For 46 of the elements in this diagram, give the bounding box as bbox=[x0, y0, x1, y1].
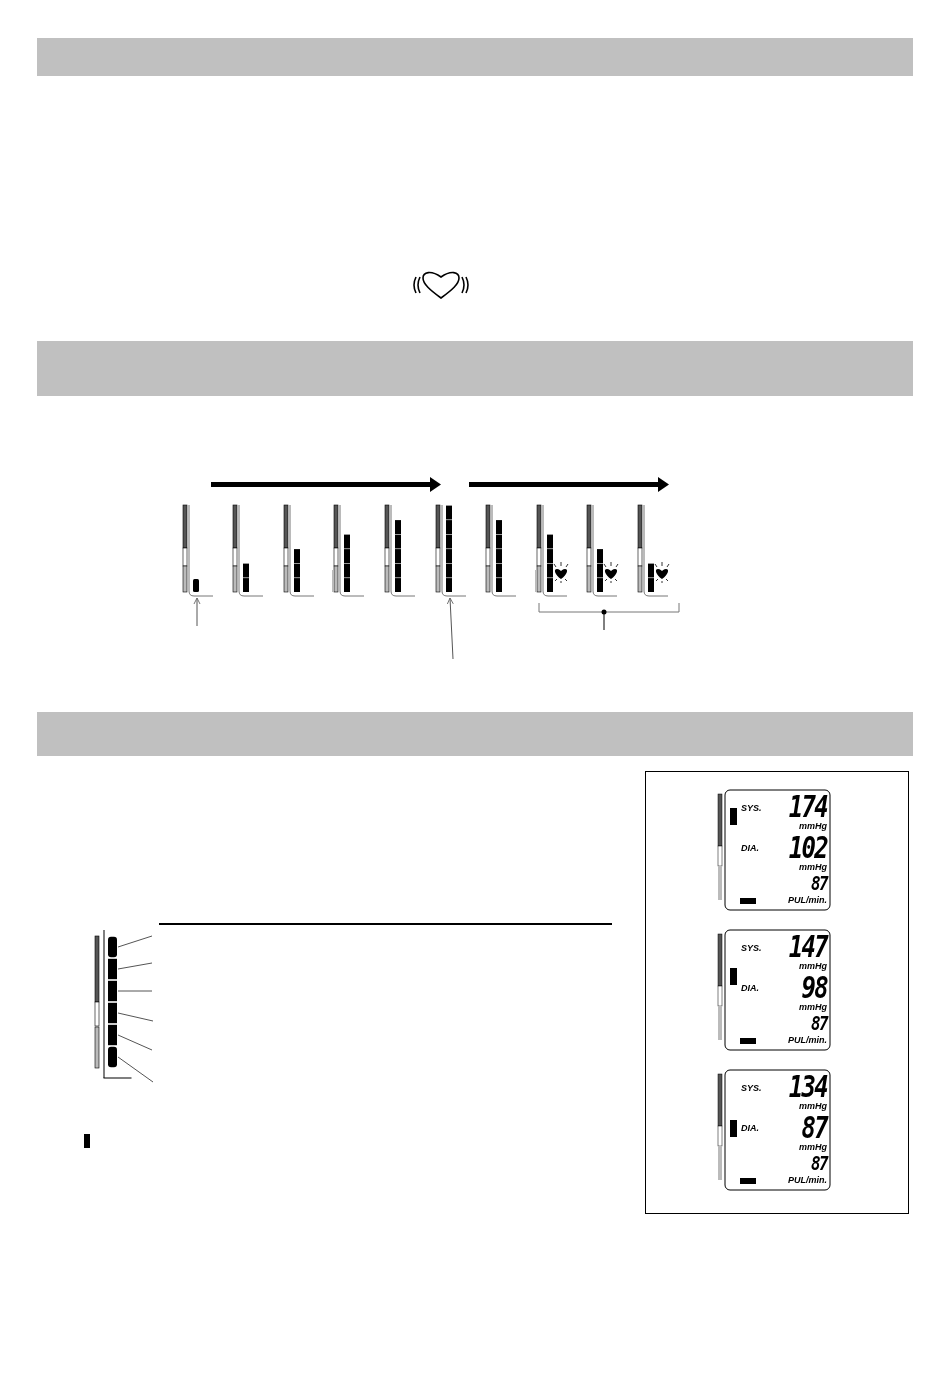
lcd-label: mmHg bbox=[799, 1102, 827, 1111]
lcd-reading: 174 bbox=[788, 792, 827, 822]
bar-segment bbox=[108, 1024, 117, 1046]
bar-graph-display bbox=[332, 504, 365, 597]
leader-line bbox=[117, 990, 153, 992]
bar-graph-display bbox=[182, 504, 214, 597]
lcd-label: SYS. bbox=[741, 804, 762, 813]
lcd-label: mmHg bbox=[799, 962, 827, 971]
lcd-label: SYS. bbox=[741, 1084, 762, 1093]
leader-line bbox=[117, 935, 153, 948]
lcd-label: mmHg bbox=[799, 863, 827, 872]
bar-graph-display bbox=[637, 504, 670, 597]
lcd-reading: 87 bbox=[810, 1153, 827, 1173]
lcd-reading: 102 bbox=[788, 833, 827, 863]
leader-line bbox=[117, 962, 153, 970]
lcd-label: PUL/min. bbox=[788, 896, 827, 905]
lcd-reading: 87 bbox=[801, 1113, 827, 1143]
lcd-label: mmHg bbox=[799, 1003, 827, 1012]
bar-graph-display bbox=[283, 504, 315, 597]
lcd-label: mmHg bbox=[799, 1143, 827, 1152]
leader-line bbox=[117, 1034, 153, 1051]
bar-graph-display bbox=[586, 504, 619, 597]
bar-segment bbox=[108, 958, 117, 980]
bar-graph-display bbox=[535, 504, 569, 597]
lcd-label: mmHg bbox=[799, 822, 827, 831]
bar-segment bbox=[108, 1002, 117, 1024]
lcd-reading: 147 bbox=[788, 932, 827, 962]
bar-graph-display bbox=[384, 504, 416, 597]
lcd-reading: 134 bbox=[788, 1072, 827, 1102]
lcd-reading: 87 bbox=[810, 873, 827, 893]
lcd-label: SYS. bbox=[741, 944, 762, 953]
bar-graph-display bbox=[485, 504, 517, 597]
leader-line bbox=[117, 1056, 154, 1083]
bar-segment bbox=[108, 980, 117, 1002]
lcd-reading: 98 bbox=[801, 973, 827, 1003]
lcd-label: DIA. bbox=[741, 984, 759, 993]
lcd-reading: 87 bbox=[810, 1013, 827, 1033]
bar-segment bbox=[108, 1046, 117, 1068]
bar-graph-display bbox=[435, 504, 467, 597]
bar-graph-display bbox=[232, 504, 264, 597]
lcd-label: DIA. bbox=[741, 1124, 759, 1133]
lcd-label: DIA. bbox=[741, 844, 759, 853]
bar-segment bbox=[108, 936, 117, 958]
leader-line bbox=[117, 1012, 154, 1022]
lcd-label: PUL/min. bbox=[788, 1036, 827, 1045]
lcd-label: PUL/min. bbox=[788, 1176, 827, 1185]
